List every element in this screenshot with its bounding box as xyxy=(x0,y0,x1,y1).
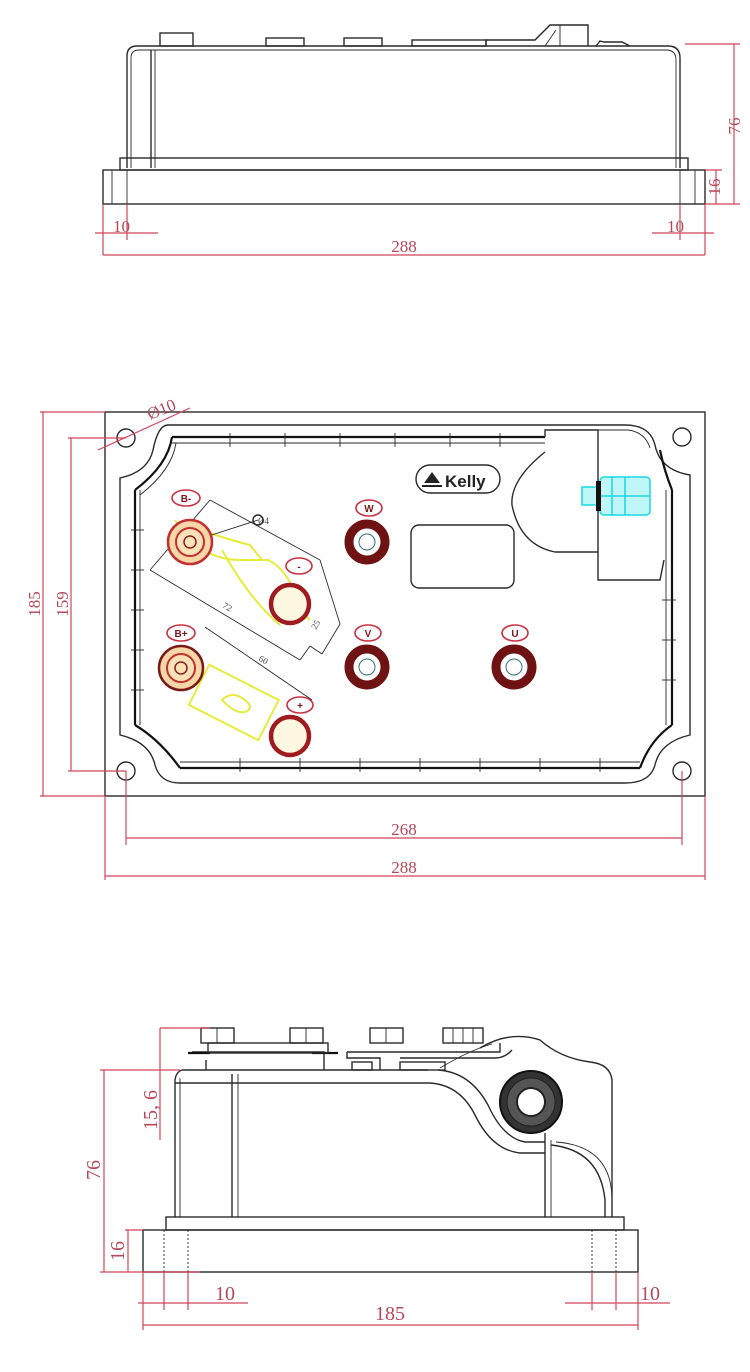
terminal-label-plus: + xyxy=(297,701,303,712)
logo-text: Kelly xyxy=(445,472,486,491)
top-right-margin-label: 10 xyxy=(667,217,684,236)
top-height-76-label: 76 xyxy=(725,118,744,135)
dim-25-label: 25 xyxy=(309,618,322,631)
top-length-288-label: 288 xyxy=(391,237,417,256)
hole-diameter-label: Ø10 xyxy=(144,395,178,424)
dim-phi4-label: Ø4 xyxy=(258,516,269,526)
terminal-minus: - xyxy=(268,557,313,626)
top-base-16-label: 16 xyxy=(705,179,724,196)
display-window xyxy=(410,524,515,589)
side-base-16-label: 16 xyxy=(107,1241,129,1261)
top-left-margin-label: 10 xyxy=(113,217,130,236)
terminal-label-minus: - xyxy=(297,562,300,573)
side-left-margin-label: 10 xyxy=(215,1283,235,1305)
terminal-height-label: 15, 6 xyxy=(140,1090,162,1130)
terminal-label-u: U xyxy=(511,629,518,640)
terminal-label-v: V xyxy=(365,629,372,640)
plan-length-288-label: 288 xyxy=(391,858,417,877)
terminal-label-b-plus: B+ xyxy=(174,629,187,640)
mount-hole-tr xyxy=(672,427,692,447)
plan-view: Kelly 72 25 60 Ø4 xyxy=(104,411,706,797)
kelly-logo: Kelly xyxy=(415,464,501,494)
cable-connector xyxy=(581,476,651,516)
side-right-margin-label: 10 xyxy=(640,1283,660,1305)
terminal-v: V xyxy=(344,624,390,690)
dim-60-label: 60 xyxy=(257,653,270,667)
side-elevation-view xyxy=(142,1027,639,1273)
top-elevation-view xyxy=(102,24,706,205)
top-view-dimensions: 76 16 10 10 288 xyxy=(95,43,744,256)
dim-72-label: 72 xyxy=(221,600,234,613)
hole-spacing-159-label: 159 xyxy=(53,591,72,617)
plan-width-185-label: 185 xyxy=(25,591,44,617)
terminal-b-plus: B+ xyxy=(157,624,205,692)
terminal-w: W xyxy=(344,499,390,565)
side-view-dimensions: 15, 6 76 16 10 10 185 xyxy=(83,1027,670,1330)
side-height-76-label: 76 xyxy=(83,1160,105,1180)
side-width-185-label: 185 xyxy=(375,1303,405,1325)
cable-gland xyxy=(499,1070,563,1134)
hole-spacing-268-label: 268 xyxy=(391,820,417,839)
terminal-dimension-lines xyxy=(149,499,341,701)
terminal-plus: + xyxy=(268,696,314,758)
terminal-b-minus: B- xyxy=(166,489,214,566)
terminal-u: U xyxy=(491,624,537,690)
terminal-label-w: W xyxy=(364,504,374,515)
terminal-label-b-minus: B- xyxy=(181,494,192,505)
